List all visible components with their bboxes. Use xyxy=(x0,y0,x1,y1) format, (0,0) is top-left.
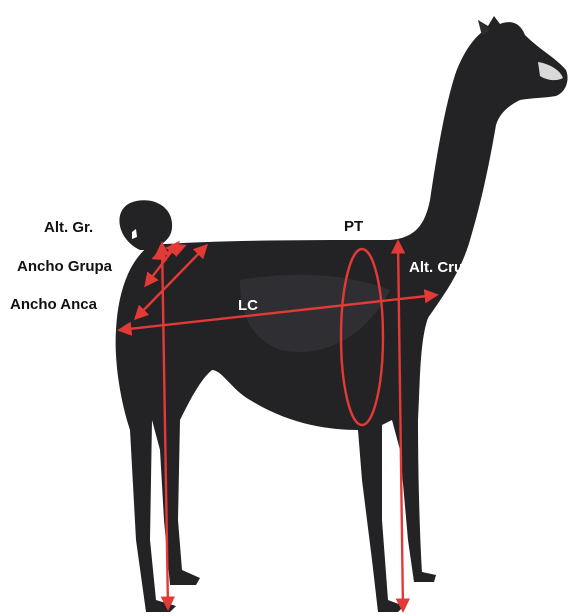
label-lc: LC xyxy=(238,297,258,314)
label-ancho-grupa: Ancho Grupa xyxy=(17,258,112,275)
label-pt: PT xyxy=(344,218,363,235)
label-alt-gr: Alt. Gr. xyxy=(44,219,93,236)
llama-tail xyxy=(119,200,172,250)
label-alt-cruz: Alt. Cruz. xyxy=(409,259,475,276)
label-ancho-anca: Ancho Anca xyxy=(10,296,97,313)
